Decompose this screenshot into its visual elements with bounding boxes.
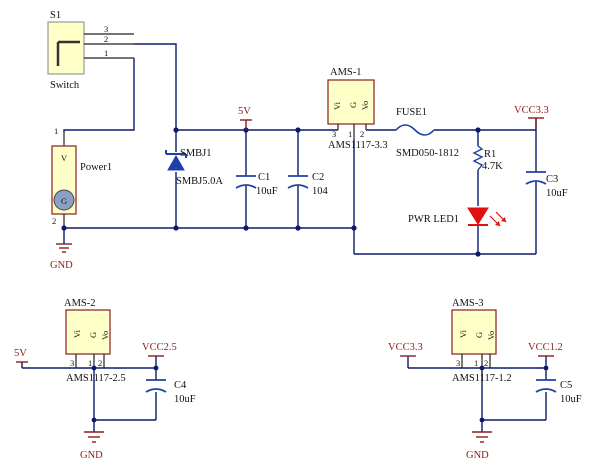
junction-dots: [61, 127, 481, 257]
power-pin-2: 2: [52, 216, 56, 226]
regulator-ams2: Vi G Vo 3 1 2 AMS-2 AMS1117-2.5: [21, 298, 159, 432]
net-vcc25-label: VCC2.5: [142, 342, 177, 353]
switch-pin-1: 1: [104, 48, 108, 58]
net-vcc33-port: VCC3.3: [514, 105, 549, 130]
switch-s1: S1 Switch 3 2 1: [47, 10, 134, 91]
fuse-designator: FUSE1: [396, 107, 427, 118]
ams2-pin-g: G: [88, 332, 98, 338]
ams2-value: AMS1117-2.5: [66, 373, 126, 384]
gnd-ams2: GND: [80, 431, 104, 461]
capacitor-c2: C2 104: [287, 172, 329, 197]
switch-name: Switch: [50, 80, 80, 91]
ams1-value: AMS1117-3.3: [328, 140, 388, 151]
power-pin-g: G: [61, 196, 67, 206]
net-vcc33-port-b: VCC3.3: [388, 342, 423, 357]
led-pwr: PWR LED1: [408, 207, 507, 227]
led-designator: PWR LED1: [408, 214, 459, 225]
net-5v-port-b: 5V: [14, 348, 28, 363]
ams1-pin-g: G: [348, 102, 358, 108]
ams3-pinnum-vi: 3: [456, 358, 460, 368]
c5-designator: C5: [560, 380, 572, 391]
power-designator: Power1: [80, 162, 112, 173]
gnd-label-ams2: GND: [80, 450, 103, 461]
net-5v-port: 5V: [238, 106, 252, 130]
gnd-label-ams3: GND: [466, 450, 489, 461]
ams2-pinnum-vo: 2: [98, 358, 102, 368]
ams2-pinnum-g: 1: [88, 358, 92, 368]
ams1-pinnum-g: 1: [348, 129, 352, 139]
c1-value: 10uF: [256, 186, 278, 197]
ams2-pin-vi: Vi: [72, 329, 82, 338]
ams1-designator: AMS-1: [330, 67, 362, 78]
r1-designator: R1: [484, 149, 496, 160]
ams2-pinnum-vi: 3: [70, 358, 74, 368]
ams3-pinnum-vo: 2: [484, 358, 488, 368]
capacitor-c3: C3 10uF: [525, 171, 568, 199]
net-5v-label-b: 5V: [14, 348, 27, 359]
gnd-ams3: GND: [466, 431, 492, 461]
c3-designator: C3: [546, 174, 558, 185]
fuse-value: SMD050-1812: [396, 148, 459, 159]
net-vcc25-port: VCC2.5: [142, 342, 177, 357]
power-pin-1: 1: [54, 126, 58, 136]
ams3-designator: AMS-3: [452, 298, 484, 309]
gnd-main: GND: [50, 243, 73, 271]
c2-designator: C2: [312, 172, 324, 183]
switch-designator: S1: [50, 10, 61, 21]
ams1-pinnum-vo: 2: [360, 129, 364, 139]
c4-value: 10uF: [174, 394, 196, 405]
net-vcc12-label: VCC1.2: [528, 342, 563, 353]
fuse-fuse1: FUSE1 SMD050-1812: [395, 107, 459, 159]
regulator-ams1: Vi G Vo 3 1 2 AMS-1 AMS1117-3.3: [327, 67, 388, 151]
c2-value: 104: [312, 186, 329, 197]
tvs-diode-smbj1: SMBJ1 SMBJ5.0A: [165, 148, 223, 187]
regulator-ams3: Vi G Vo 3 1 2 AMS-3 AMS1117-1.2: [407, 298, 549, 432]
ams3-pin-vo: Vo: [486, 331, 496, 340]
c4-designator: C4: [174, 380, 187, 391]
ams3-pin-g: G: [474, 332, 484, 338]
net-vcc12-port: VCC1.2: [528, 342, 563, 357]
main-wires: [63, 43, 537, 255]
switch-pin-3: 3: [104, 24, 108, 34]
c1-designator: C1: [258, 172, 270, 183]
switch-pin-2: 2: [104, 34, 108, 44]
capacitor-c4: C4 10uF: [145, 379, 196, 405]
tvs-value: SMBJ5.0A: [176, 176, 223, 187]
ams1-pinnum-vi: 3: [332, 129, 336, 139]
ams1-pin-vi: Vi: [332, 101, 342, 110]
ams2-pin-vo: Vo: [100, 331, 110, 340]
capacitor-c1: C1 10uF: [235, 172, 278, 197]
net-5v-label: 5V: [238, 106, 251, 117]
ams3-value: AMS1117-1.2: [452, 373, 512, 384]
gnd-label-main: GND: [50, 260, 73, 271]
net-vcc33-label-b: VCC3.3: [388, 342, 423, 353]
ams3-pin-vi: Vi: [458, 329, 468, 338]
r1-value: 4.7K: [482, 161, 503, 172]
ams1-pin-vo: Vo: [360, 101, 370, 110]
power-pin-v: V: [61, 153, 68, 163]
power-connector: V G 1 2 Power1: [51, 126, 112, 226]
capacitor-c5: C5 10uF: [535, 379, 582, 405]
net-vcc33-label: VCC3.3: [514, 105, 549, 116]
c3-value: 10uF: [546, 188, 568, 199]
resistor-r1: R1 4.7K: [472, 145, 503, 172]
tvs-designator: SMBJ1: [180, 148, 212, 159]
c5-value: 10uF: [560, 394, 582, 405]
ams2-designator: AMS-2: [64, 298, 96, 309]
ams3-pinnum-g: 1: [474, 358, 478, 368]
